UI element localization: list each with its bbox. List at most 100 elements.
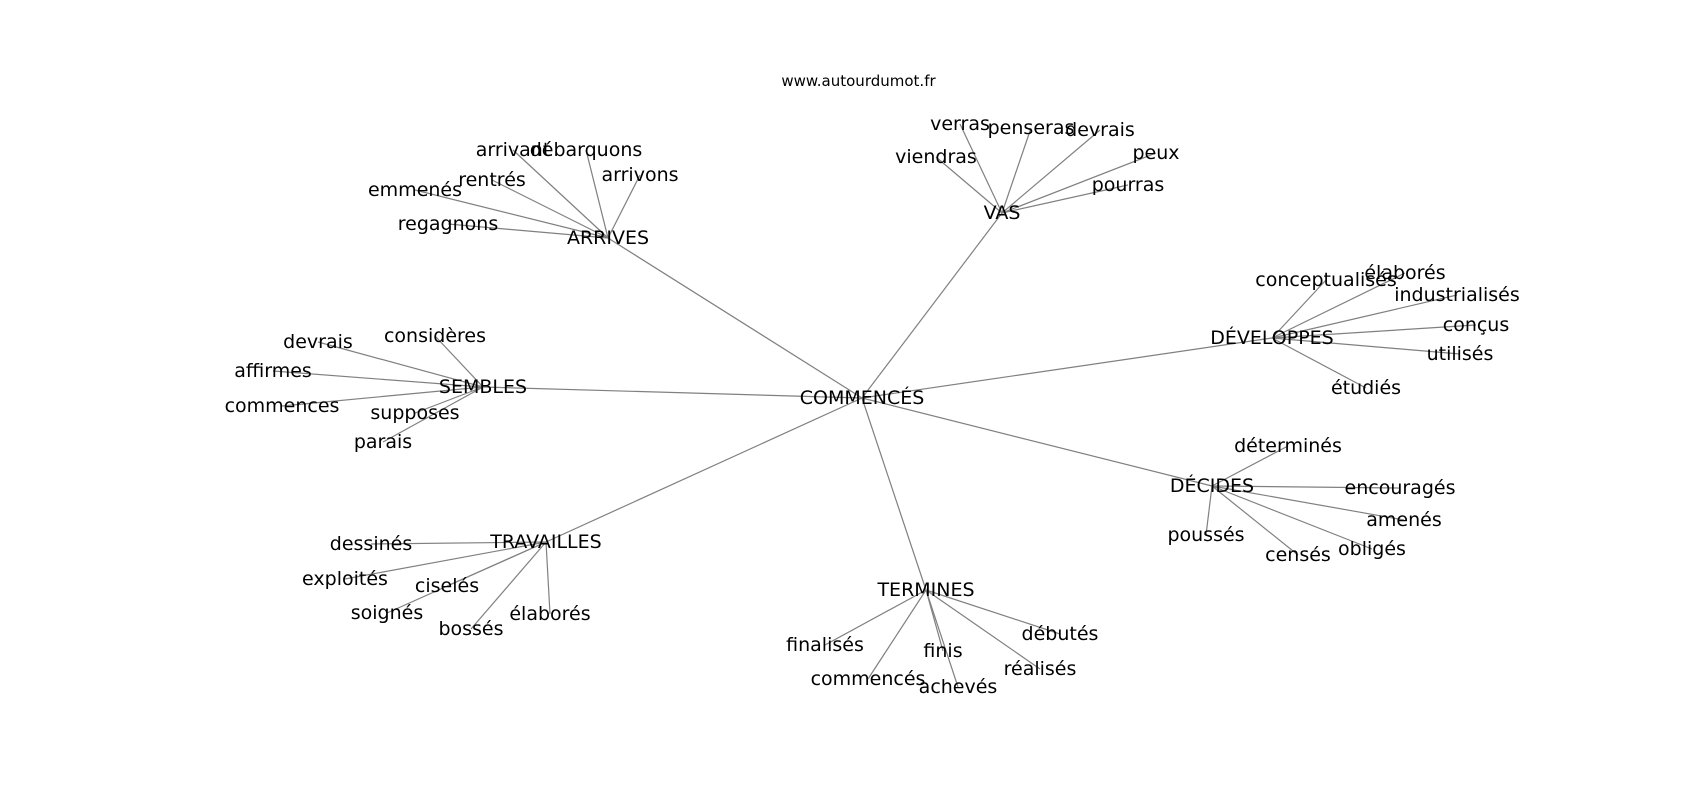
center-node-label: COMMENCÉS	[800, 386, 925, 409]
edge-termines-leaf-4	[867, 589, 927, 680]
hub-node-travailles: TRAVAILLES	[489, 531, 601, 553]
edge-travailles-leaf-5	[545, 541, 551, 615]
edge-arrives-leaf-2	[491, 179, 609, 239]
leaf-node-vas-0: verras	[930, 113, 990, 135]
edge-center-arrives	[607, 237, 863, 399]
leaf-node-developpes-1: élaborés	[1364, 262, 1445, 284]
leaf-node-arrives-2: rentrés	[458, 169, 526, 191]
edge-vas-leaf-5	[1001, 184, 1129, 214]
edge-decides-leaf-0	[1211, 445, 1289, 487]
hub-node-sembles: SEMBLES	[439, 376, 527, 398]
edge-decides-leaf-3	[1205, 485, 1213, 536]
leaf-node-arrives-4: emmenés	[368, 179, 462, 201]
leaf-node-travailles-1: exploités	[302, 568, 388, 590]
edge-arrives-leaf-4	[414, 189, 609, 239]
edge-developpes-leaf-3	[1271, 324, 1477, 339]
leaf-node-developpes-0: conceptualisés	[1255, 269, 1397, 291]
leaf-node-developpes-4: utilisés	[1427, 343, 1494, 365]
edge-termines-leaf-5	[925, 589, 959, 688]
leaf-node-vas-3: viendras	[895, 146, 977, 168]
leaf-node-sembles-0: devrais	[283, 331, 353, 353]
leaf-node-decides-4: censés	[1265, 544, 1331, 566]
leaf-node-vas-2: devrais	[1065, 119, 1135, 141]
leaf-node-termines-1: finalisés	[786, 634, 864, 656]
edge-vas-leaf-1	[1001, 127, 1032, 214]
edge-developpes-leaf-5	[1271, 337, 1367, 389]
hub-node-vas: VAS	[984, 202, 1021, 224]
leaf-node-arrives-1: débarquons	[530, 139, 643, 161]
leaf-node-travailles-3: soignés	[351, 602, 424, 624]
leaf-node-arrives-0: arrivant	[476, 139, 551, 161]
edge-sembles-leaf-2	[272, 370, 484, 388]
edge-arrives-leaf-5	[447, 223, 609, 239]
leaf-node-termines-3: réalisés	[1004, 658, 1077, 680]
edge-arrives-leaf-0	[512, 149, 609, 239]
edge-decides-leaf-1	[1211, 485, 1401, 489]
edge-decides-leaf-5	[1211, 485, 1373, 550]
hub-node-developpes: DÉVELOPPES	[1210, 326, 1333, 349]
edge-travailles-leaf-4	[470, 541, 547, 630]
leaf-node-decides-0: déterminés	[1234, 435, 1342, 457]
leaf-node-sembles-3: commences	[225, 395, 340, 417]
edge-termines-leaf-0	[925, 589, 1061, 635]
leaf-node-vas-5: pourras	[1092, 174, 1165, 196]
leaf-node-travailles-5: élaborés	[509, 603, 590, 625]
leaf-node-travailles-2: ciselés	[415, 575, 479, 597]
leaf-node-termines-5: achevés	[919, 676, 998, 698]
hub-node-arrives: ARRIVES	[567, 227, 649, 249]
leaf-node-termines-4: commencés	[811, 668, 926, 690]
edge-center-travailles	[545, 397, 863, 543]
hub-node-decides: DÉCIDES	[1170, 474, 1254, 497]
edge-sembles-leaf-4	[414, 386, 484, 414]
edge-vas-leaf-0	[959, 123, 1003, 214]
leaf-node-decides-1: encouragés	[1345, 477, 1456, 499]
leaf-node-decides-5: obligés	[1338, 538, 1406, 560]
edge-developpes-leaf-0	[1271, 279, 1327, 339]
edge-travailles-leaf-3	[386, 541, 547, 614]
leaf-node-decides-2: amenés	[1366, 509, 1441, 531]
leaf-node-developpes-3: conçus	[1443, 314, 1510, 336]
leaf-node-travailles-4: bossés	[438, 618, 503, 640]
labels-layer: COMMENCÉS ARRIVES arrivantdébarquonsrentré…	[225, 113, 1520, 698]
edge-arrives-leaf-3	[607, 174, 641, 239]
leaf-node-vas-1: penseras	[988, 117, 1075, 139]
edge-vas-leaf-3	[935, 156, 1003, 214]
edges-layer	[272, 123, 1477, 688]
edge-developpes-leaf-2	[1271, 294, 1458, 339]
edge-vas-leaf-2	[1001, 129, 1101, 214]
leaf-node-sembles-5: parais	[354, 431, 412, 453]
edge-sembles-leaf-5	[382, 386, 484, 443]
leaf-node-decides-3: poussés	[1167, 524, 1244, 546]
leaf-node-vas-4: peux	[1132, 142, 1179, 164]
leaf-node-developpes-2: industrialisés	[1394, 284, 1520, 306]
leaf-node-arrives-5: regagnons	[398, 213, 498, 235]
leaf-node-arrives-3: arrivons	[601, 164, 678, 186]
edge-center-vas	[861, 212, 1003, 399]
edge-termines-leaf-1	[824, 589, 927, 646]
leaf-node-developpes-5: étudiés	[1331, 377, 1401, 399]
leaf-node-termines-0: débutés	[1022, 623, 1099, 645]
leaf-node-travailles-0: dessinés	[330, 533, 412, 555]
edge-center-decides	[861, 397, 1213, 487]
edge-sembles-leaf-3	[281, 386, 484, 407]
edge-center-developpes	[861, 337, 1273, 399]
edge-decides-leaf-2	[1211, 485, 1405, 521]
leaf-node-sembles-2: affirmes	[234, 360, 312, 382]
leaf-node-sembles-4: supposes	[370, 402, 459, 424]
leaf-node-termines-2: finis	[923, 640, 962, 662]
hub-node-termines: TERMINES	[876, 579, 974, 601]
edge-travailles-leaf-0	[370, 541, 547, 545]
edge-arrives-leaf-1	[585, 149, 609, 239]
edge-decides-leaf-4	[1211, 485, 1299, 556]
edge-sembles-leaf-1	[434, 335, 484, 388]
edge-center-termines	[861, 397, 927, 591]
leaf-node-sembles-1: considères	[384, 325, 486, 347]
edge-developpes-leaf-1	[1271, 272, 1406, 339]
edge-vas-leaf-4	[1001, 152, 1157, 214]
edge-center-sembles	[482, 386, 863, 399]
edge-travailles-leaf-1	[344, 541, 547, 580]
edge-sembles-leaf-0	[317, 341, 484, 388]
edge-termines-leaf-3	[925, 589, 1041, 670]
edge-developpes-leaf-4	[1271, 337, 1461, 355]
